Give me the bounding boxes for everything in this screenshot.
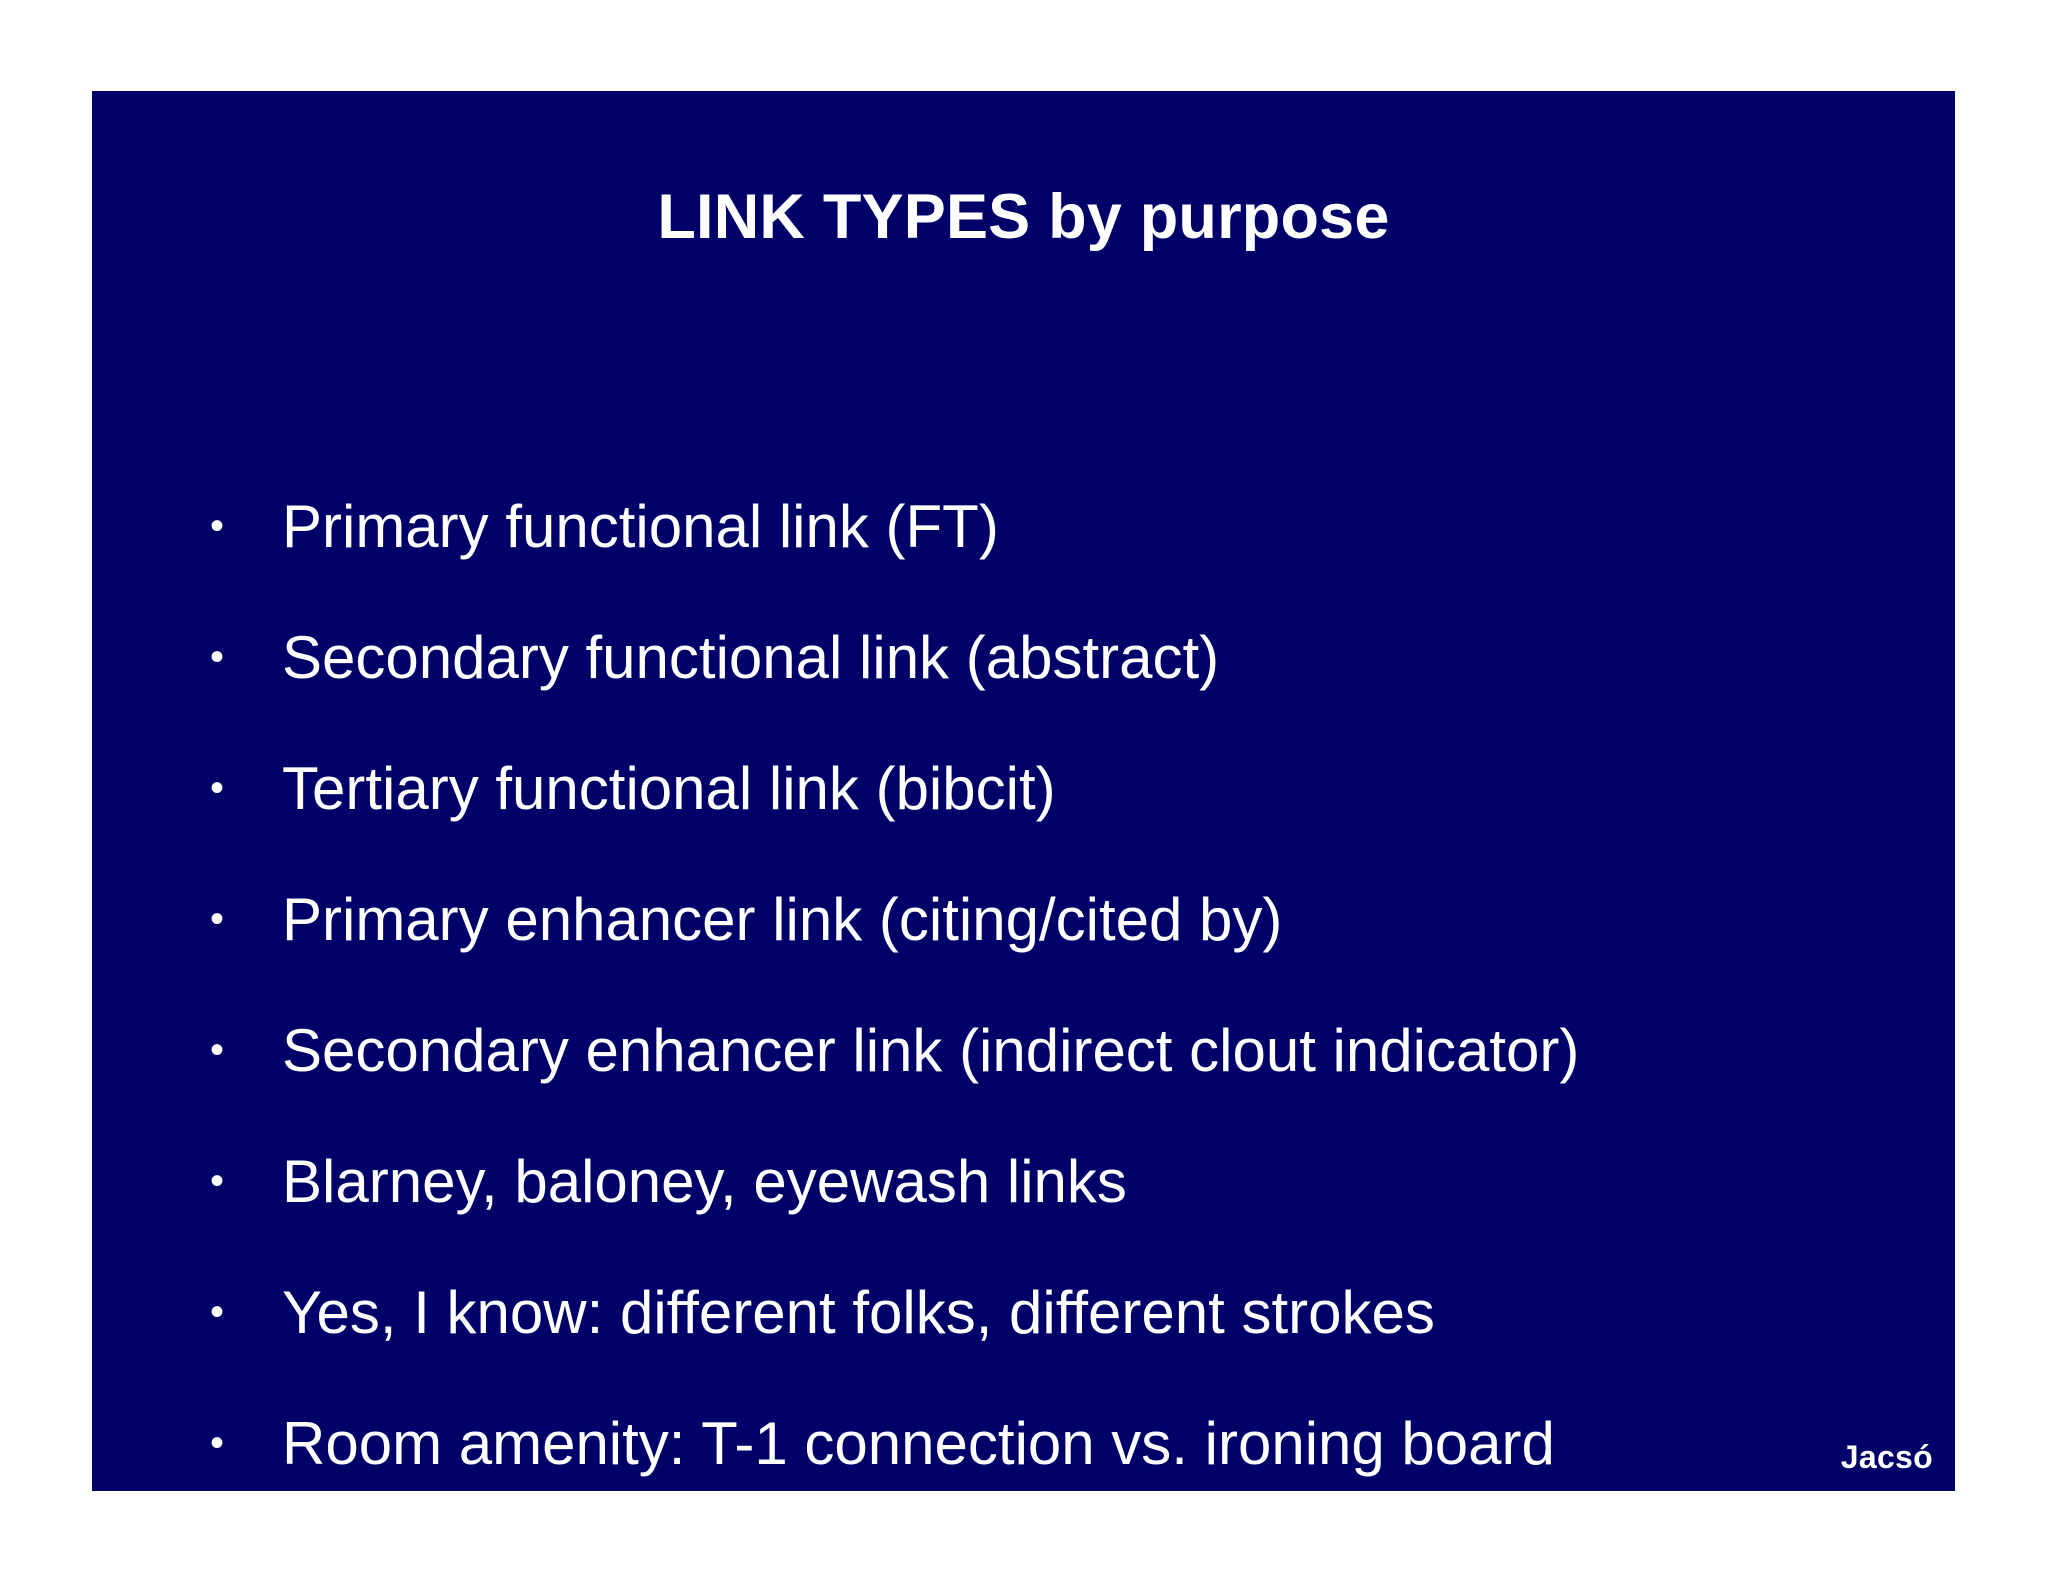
bullet-point-icon: • [210,766,225,810]
list-item-label: Primary enhancer link (citing/cited by) [282,886,1283,953]
bullet-point-icon: • [210,897,225,941]
list-item-label: Secondary enhancer link (indirect clout … [282,1017,1580,1084]
list-item: • Secondary functional link (abstract) [210,592,1915,723]
list-item: • Blarney, baloney, eyewash links [210,1116,1915,1247]
author-signature: Jacsó [1840,1439,1933,1475]
bullet-point-icon: • [210,1028,225,1072]
bullet-point-icon: • [210,635,225,679]
list-item-label: Primary functional link (FT) [282,493,999,560]
list-item-label: Secondary functional link (abstract) [282,624,1220,691]
page-title: LINK TYPES by purpose [657,182,1390,252]
bullet-point-icon: • [210,1290,225,1334]
list-item-label: Yes, I know: different folks, different … [282,1279,1435,1346]
bullet-point-icon: • [210,504,225,548]
bullet-list: • Primary functional link (FT) • Seconda… [210,461,1915,1491]
list-item: • Primary enhancer link (citing/cited by… [210,854,1915,985]
list-item: • Secondary enhancer link (indirect clou… [210,985,1915,1116]
list-item: • Tertiary functional link (bibcit) [210,723,1915,854]
list-item-label: Tertiary functional link (bibcit) [282,755,1056,822]
list-item-label: Blarney, baloney, eyewash links [282,1148,1127,1215]
presentation-slide: LINK TYPES by purpose • Primary function… [92,91,1955,1491]
list-item: • Room amenity: T-1 connection vs. ironi… [210,1378,1915,1491]
list-item: • Primary functional link (FT) [210,461,1915,592]
list-item: • Yes, I know: different folks, differen… [210,1247,1915,1378]
bullet-point-icon: • [210,1159,225,1203]
list-item-label: Room amenity: T-1 connection vs. ironing… [282,1410,1555,1477]
bullet-point-icon: • [210,1421,225,1465]
